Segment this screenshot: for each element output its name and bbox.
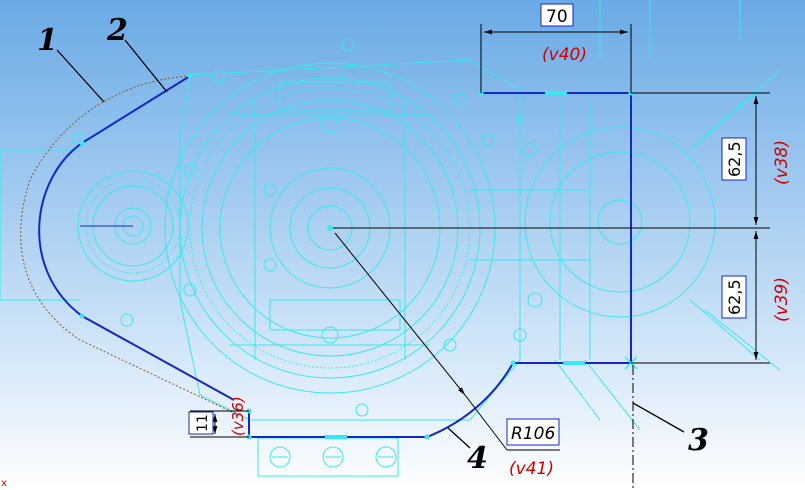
dim-62a-box xyxy=(721,137,747,181)
dim-70-box xyxy=(540,3,574,27)
callout-4: 4 xyxy=(467,441,488,476)
dim-62a-var: (v38) xyxy=(772,140,792,185)
dim-62a-value[interactable]: 62,5 xyxy=(725,141,744,177)
dim-11-value[interactable]: 11 xyxy=(195,414,211,432)
dim-62b-box xyxy=(721,275,747,319)
dim-62b-value[interactable]: 62,5 xyxy=(725,279,744,315)
dim-70-var: (v40) xyxy=(542,45,587,65)
dotted-contour-1[interactable] xyxy=(20,75,233,413)
dimension-lines xyxy=(190,24,770,451)
axis-x-label: x xyxy=(1,478,7,489)
dim-70-value[interactable]: 70 xyxy=(546,7,568,27)
dim-62b-var: (v39) xyxy=(772,277,792,322)
callout-2: 2 xyxy=(106,13,128,48)
dim-11-var: (v36) xyxy=(229,396,247,436)
callout-1: 1 xyxy=(37,23,58,58)
callout-3: 3 xyxy=(688,423,709,458)
dim-r106-value[interactable]: R106 xyxy=(511,424,555,444)
dim-r106-box xyxy=(506,418,560,446)
dim-r106-var: (v41) xyxy=(509,459,554,479)
callout-leaders xyxy=(56,39,685,449)
blue-contour[interactable] xyxy=(38,75,770,438)
dim-11-box xyxy=(188,411,214,435)
